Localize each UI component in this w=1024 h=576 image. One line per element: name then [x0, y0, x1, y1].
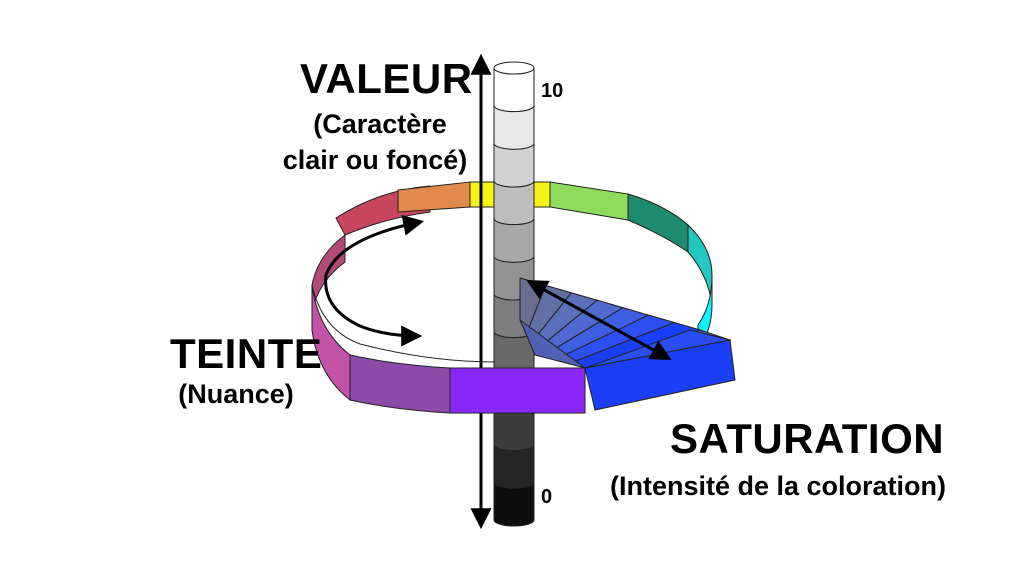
hue-segment-teal — [627, 193, 689, 253]
value-min-tick: 0 — [541, 486, 553, 508]
hue-segment-green — [549, 181, 629, 221]
hue-segment-violet — [449, 367, 586, 414]
value-subtitle-line2: clair ou foncé) — [282, 145, 468, 175]
value-step — [493, 444, 535, 489]
saturation-subtitle: (Intensité de la coloration) — [609, 471, 947, 501]
hue-subtitle: (Nuance) — [178, 379, 294, 409]
hue-segment-cyan — [687, 223, 713, 306]
value-step — [493, 67, 535, 113]
ring-top-edge-front — [311, 284, 496, 363]
value-step — [493, 105, 535, 150]
value-step — [493, 143, 535, 188]
value-step — [493, 482, 535, 527]
hue-ring-front — [311, 284, 586, 414]
hue-segment-purple — [349, 354, 451, 414]
saturation-arrow — [526, 279, 672, 361]
value-subtitle-line1: (Caractère — [313, 109, 447, 139]
value-column-cap — [493, 61, 535, 75]
value-max-tick: 10 — [541, 80, 564, 102]
value-step — [493, 406, 535, 452]
hue-arrow — [324, 215, 425, 347]
value-step — [493, 218, 535, 263]
hue-segment-orange — [397, 181, 471, 213]
saturation-title: SATURATION — [670, 415, 945, 462]
value-title: VALEUR — [300, 55, 473, 102]
hue-title: TEINTE — [170, 330, 323, 377]
value-step — [493, 180, 535, 226]
